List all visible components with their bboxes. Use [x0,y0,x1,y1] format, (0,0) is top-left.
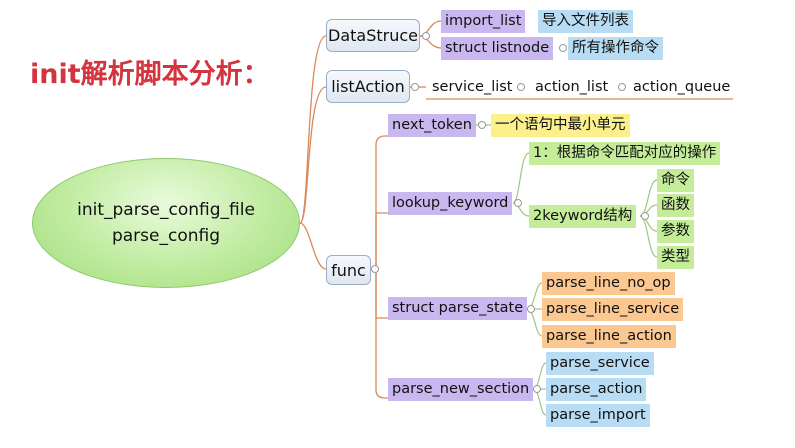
branch-datastruce[interactable]: DataStruce [326,19,420,52]
node-parse-service[interactable]: parse_service [546,352,654,375]
node-parse-import[interactable]: parse_import [546,404,650,427]
node-import-list-desc[interactable]: 导入文件列表 [538,10,633,33]
node-lookup-keyword[interactable]: lookup_keyword [388,192,513,215]
node-listnode[interactable]: struct listnode [441,37,554,60]
node-listnode-desc[interactable]: 所有操作命令 [568,37,663,60]
node-import-list[interactable]: import_list [441,10,526,33]
central-topic-line2: parse_config [111,226,221,246]
node-keyword-field-type[interactable]: 类型 [657,246,694,269]
node-next-token[interactable]: next_token [388,114,476,137]
central-topic[interactable]: init_parse_config_file parse_config [32,158,300,288]
node-lookup-desc2[interactable]: 2keyword结构 [529,205,637,228]
node-parse-new-section[interactable]: parse_new_section [388,378,534,401]
node-action-queue[interactable]: action_queue [633,79,731,95]
node-keyword-field-params[interactable]: 参数 [657,220,694,243]
node-parse-action[interactable]: parse_action [546,378,647,401]
node-parse-state[interactable]: struct parse_state [388,297,528,320]
node-next-token-desc[interactable]: 一个语句中最小单元 [491,114,630,137]
node-parse-line-no-op[interactable]: parse_line_no_op [542,272,675,295]
node-service-list[interactable]: service_list [432,79,513,95]
node-lookup-desc1[interactable]: 1：根据命令匹配对应的操作 [529,142,721,165]
page-title: init解析脚本分析： [30,59,270,90]
node-keyword-field-command[interactable]: 命令 [657,169,694,192]
node-parse-line-service[interactable]: parse_line_service [542,298,684,321]
branch-listaction[interactable]: listAction [326,70,410,103]
node-keyword-field-function[interactable]: 函数 [657,194,694,217]
branch-func[interactable]: func [326,255,371,285]
central-topic-line1: init_parse_config_file [77,200,255,220]
node-action-list[interactable]: action_list [535,79,609,95]
node-parse-line-action[interactable]: parse_line_action [542,325,676,348]
